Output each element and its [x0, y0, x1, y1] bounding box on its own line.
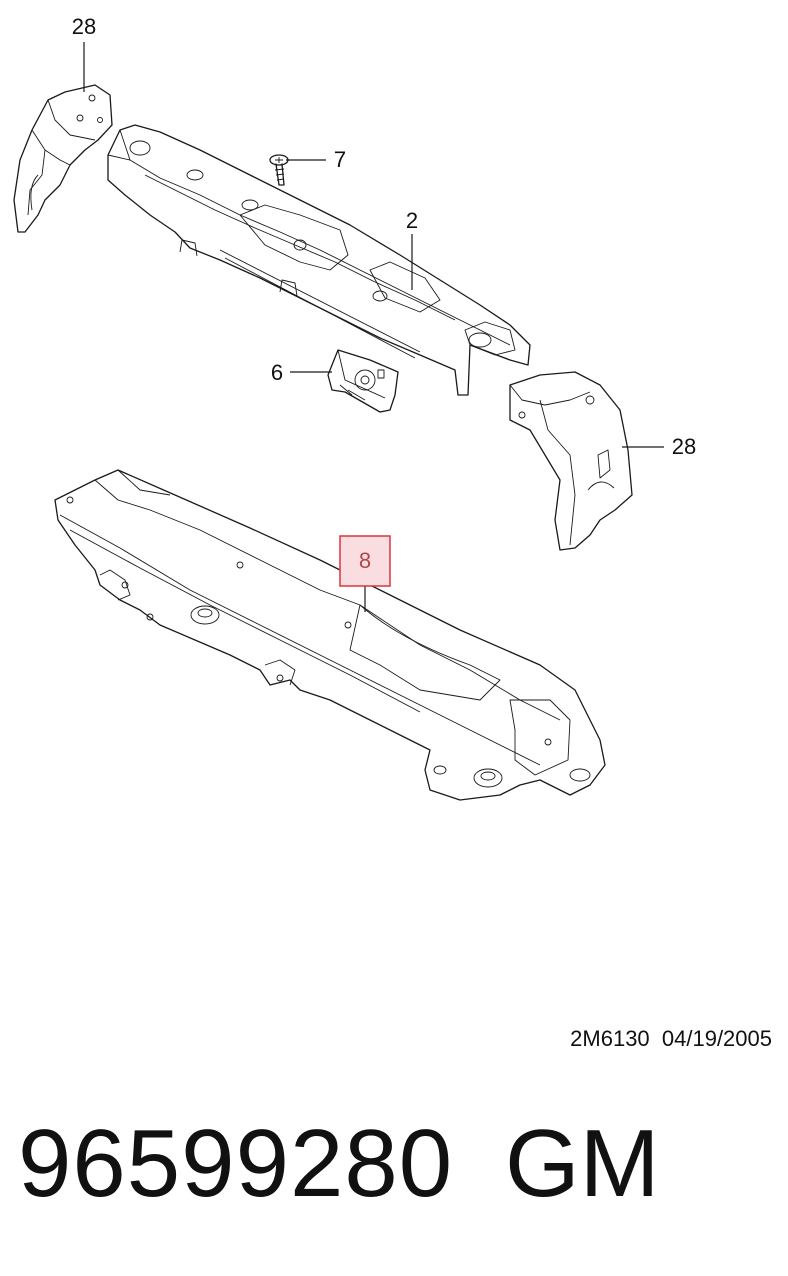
diagram-code: 2M6130 04/19/2005 [570, 1026, 772, 1051]
leader-lines [83, 42, 664, 612]
right-side-bracket-part [509, 371, 633, 551]
part-8-highlight-box[interactable] [339, 535, 391, 587]
callout-7: 7 [334, 147, 346, 172]
part-number: 96599280 [18, 1110, 454, 1217]
upper-tie-bar-part [107, 124, 531, 396]
latch-bracket-part [327, 349, 399, 413]
callout-8[interactable]: 8 [359, 548, 371, 573]
callout-28-left: 28 [72, 14, 96, 39]
callout-28-right: 28 [672, 434, 696, 459]
callout-6: 6 [271, 360, 283, 385]
left-side-bracket-part [13, 84, 113, 233]
screw-part [269, 154, 289, 186]
brand-label: GM [505, 1110, 660, 1217]
callout-2: 2 [406, 208, 418, 233]
lower-crossmember-part [54, 469, 606, 801]
